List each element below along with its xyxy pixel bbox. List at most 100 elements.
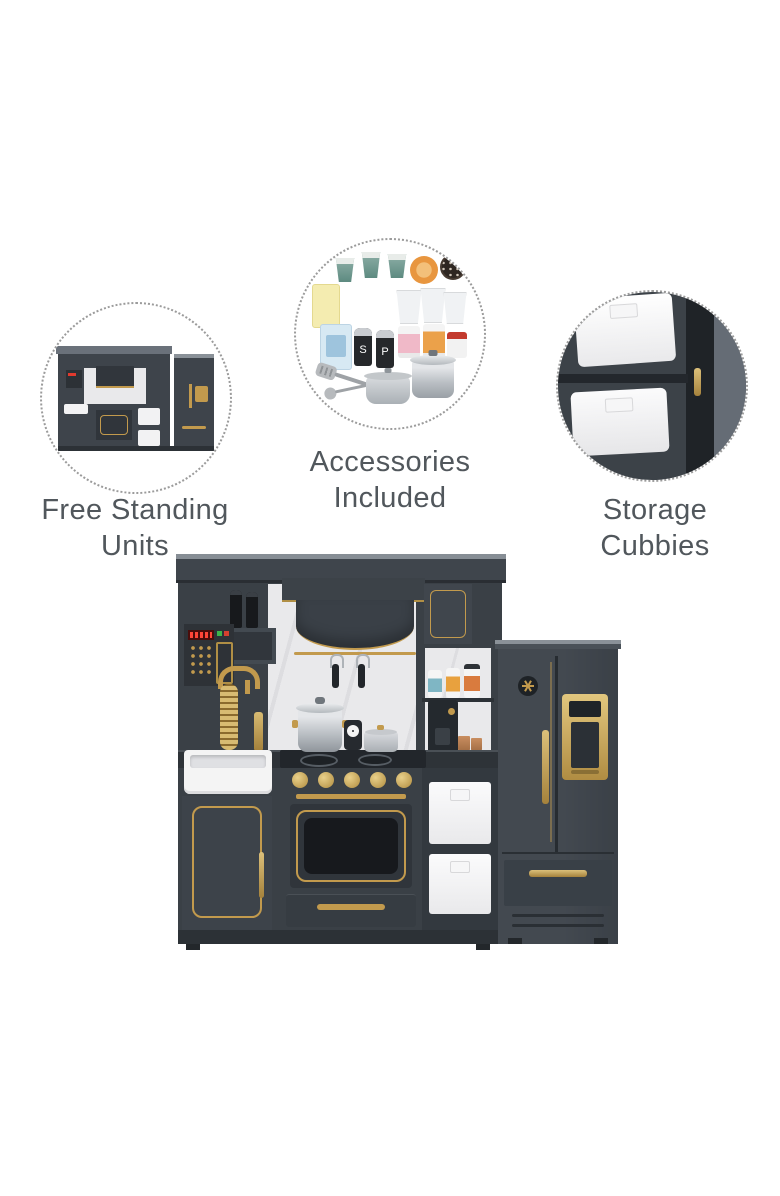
accessories-callout-circle: S P [294,238,486,430]
food-box-yellow [312,284,340,328]
salt-shaker: S [354,328,372,366]
copper-cup [458,736,470,752]
saucepan-lid [365,729,397,735]
fridge-side-panel [714,292,746,480]
mini-sink [64,404,88,414]
pantry-jar-orange [446,668,460,698]
free-standing-callout-circle [40,302,232,494]
mini-kitchen-base [58,446,214,451]
hanging-utensil [332,664,339,688]
saucepan [364,725,398,752]
bin-label-patch [604,397,634,413]
sink-bowl [190,755,266,768]
toy-saucepan [364,372,412,404]
fridge-gold-handle [542,730,549,804]
coffee-machine-button [448,708,455,715]
oven-knob [318,772,334,788]
gold-soap-pump [254,712,263,750]
mini-fridge-handle [189,384,192,408]
fridge-door-gold-trim [550,662,552,842]
utensil-hook [356,654,370,668]
microwave-red-button [224,631,229,636]
oven-door-window [290,804,412,888]
oven-door-handle [296,794,406,799]
dispenser-tray [571,770,599,774]
fridge-top-board [495,644,621,649]
copper-cup [471,738,482,752]
fabric-bin-top [429,782,491,844]
spoon-handle [334,383,367,394]
cabinet-gold-handle [259,852,264,898]
orange-slice [410,256,438,284]
mini-kitchen-thumbnail [54,346,218,458]
fridge-door-split [555,656,558,852]
pepper-shaker: P [376,330,394,368]
utensil-rail [294,652,416,655]
microwave-led-display [188,630,214,640]
toy-pot [410,355,456,398]
kitchen-foot [476,944,490,950]
mini-ice-dispenser [195,386,208,402]
fridge-section-divider [502,852,614,854]
play-cup [420,288,446,323]
mini-oven [96,410,132,440]
kitchen-timer [344,720,362,750]
range-hood-mantel [282,578,425,602]
toy-coffee-machine [428,700,458,752]
mini-refrigerator-top [174,354,214,358]
dispenser-recess [571,722,599,768]
oven-knob [292,772,308,788]
cornice-top-edge [176,554,506,559]
cooktop [280,750,426,768]
oven-knob [396,772,412,788]
fridge-top-edge [495,640,621,644]
kitchen-foot [186,944,200,950]
play-cup [443,292,467,324]
toy-microwave [184,624,234,686]
pot-lid-knob [315,697,325,704]
pantry-canister [464,664,480,698]
microwave-keypad [189,644,213,678]
burner-ring [300,754,338,767]
timer-face [347,725,359,737]
coiled-gold-faucet [220,684,238,750]
storage-callout-circle [556,290,748,482]
play-kitchen [170,552,622,952]
mini-kitchen-top [56,346,172,354]
mini-microwave [66,370,82,388]
oven-drawer [286,894,416,927]
spice-bottle [230,590,242,628]
ice-dispenser-panel [562,694,608,780]
storage-bin-top [573,292,677,368]
upper-cabinet-door [424,584,472,644]
jam-jar [447,332,467,358]
fridge-foot [508,938,522,944]
bin-label-patch [450,861,470,873]
freezer-drawer-handle [529,870,587,877]
mini-freezer-handle [182,426,206,429]
burner-ring [358,754,392,766]
storage-cubby-unit [422,768,498,930]
saucepan-knob [377,725,384,730]
kitchen-plinth [178,930,502,944]
fridge-foot [594,938,608,944]
cookie [440,254,466,280]
pot-handle [292,720,298,728]
bin-label-patch [609,303,639,320]
coffee-machine-bay [435,728,450,745]
mini-led-display [68,373,76,376]
pot-lid [296,703,344,713]
accessories-label: Accessories Included [309,446,471,515]
pepper-shaker-letter: P [381,346,389,358]
faucet-spout [245,680,250,694]
pantry-jar-teal [428,670,442,698]
storage-bin-bottom [570,387,670,457]
base-cabinet-door [182,796,272,930]
coffee-pod [387,254,407,278]
microwave-green-button [217,631,222,636]
spice-bottle [246,592,258,628]
mini-range-hood [96,366,134,388]
stock-pot [292,697,348,752]
toy-oven [280,768,422,930]
